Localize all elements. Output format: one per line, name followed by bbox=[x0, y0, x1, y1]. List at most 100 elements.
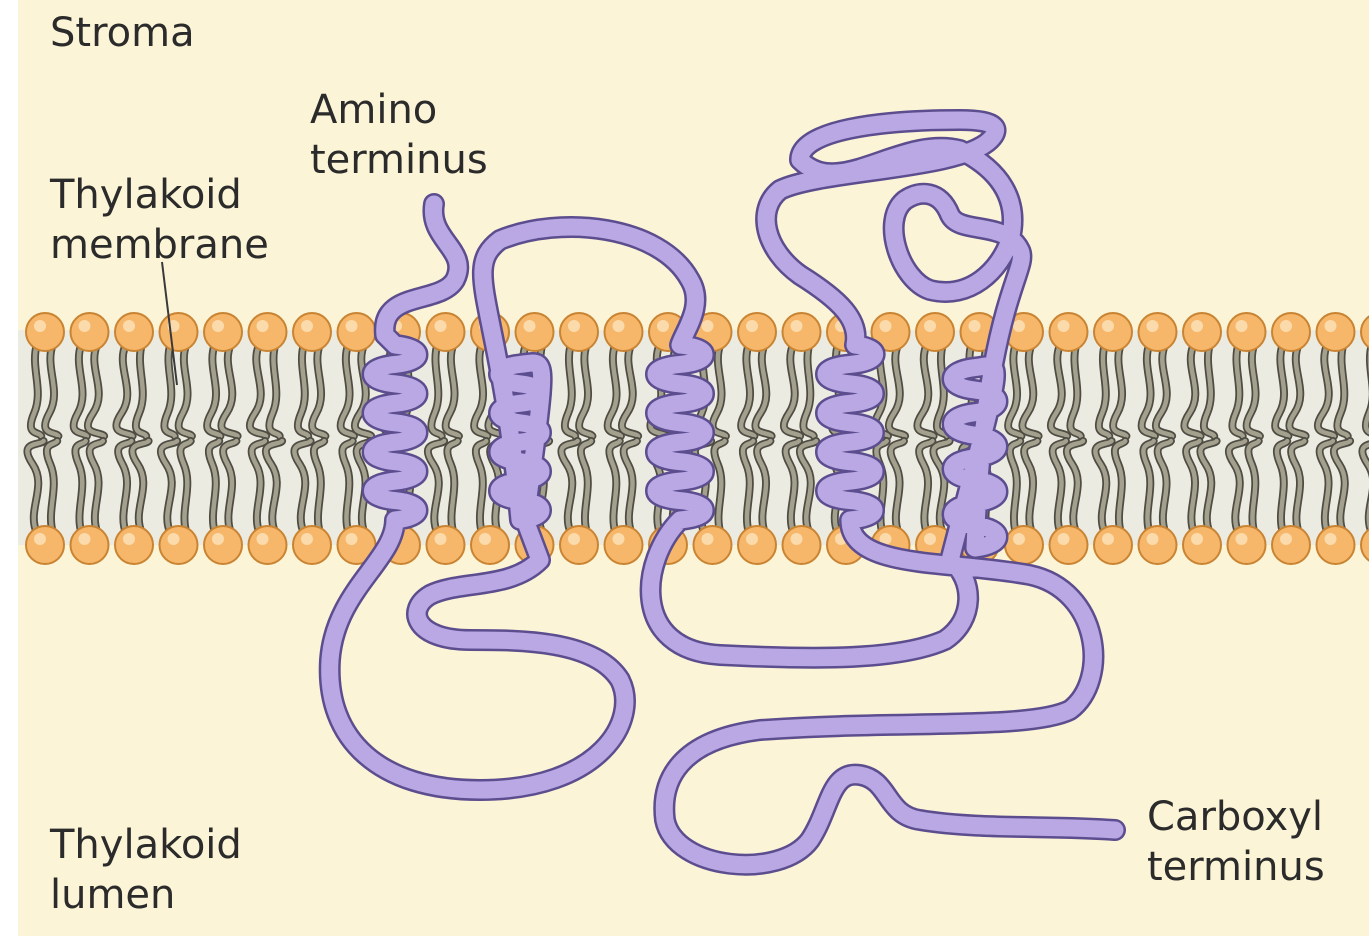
lipid-head-highlight bbox=[791, 533, 803, 545]
lipid-head bbox=[783, 526, 821, 564]
lipid-head-highlight bbox=[702, 533, 714, 545]
lipid-head bbox=[26, 313, 64, 351]
lipid-head bbox=[338, 313, 376, 351]
lipid-head-highlight bbox=[1325, 533, 1337, 545]
lipid-head bbox=[1228, 526, 1266, 564]
lipid-head bbox=[605, 526, 643, 564]
lipid-head bbox=[1050, 313, 1088, 351]
lipid-head-highlight bbox=[123, 320, 135, 332]
lipid-head bbox=[1272, 526, 1310, 564]
lipid-head bbox=[115, 526, 153, 564]
lipid-head bbox=[605, 313, 643, 351]
lipid-head-highlight bbox=[702, 320, 714, 332]
lipid-head-highlight bbox=[1013, 320, 1025, 332]
lipid-head bbox=[1272, 313, 1310, 351]
lipid-head-highlight bbox=[1325, 320, 1337, 332]
lipid-head-highlight bbox=[657, 320, 669, 332]
carboxyl-terminus-line-2: terminus bbox=[1147, 844, 1325, 890]
lipid-head-highlight bbox=[346, 320, 358, 332]
lipid-head-highlight bbox=[1147, 533, 1159, 545]
lipid-head-highlight bbox=[524, 320, 536, 332]
lipid-head-highlight bbox=[1191, 533, 1203, 545]
lipid-head-highlight bbox=[613, 320, 625, 332]
lipid-head bbox=[293, 526, 331, 564]
lipid-head-highlight bbox=[746, 533, 758, 545]
lipid-head bbox=[249, 526, 287, 564]
carboxyl-terminus-line-1: Carboxyl bbox=[1147, 794, 1323, 840]
lipid-head-highlight bbox=[1147, 320, 1159, 332]
lipid-head bbox=[160, 313, 198, 351]
lipid-head-highlight bbox=[924, 320, 936, 332]
lipid-head bbox=[204, 526, 242, 564]
amino-terminus-line-2: terminus bbox=[310, 137, 488, 183]
lipid-head-highlight bbox=[479, 533, 491, 545]
lipid-head bbox=[738, 526, 776, 564]
lipid-head bbox=[1139, 313, 1177, 351]
lipid-head bbox=[71, 313, 109, 351]
lipid-head-highlight bbox=[168, 533, 180, 545]
lipid-head bbox=[738, 313, 776, 351]
lipid-head-highlight bbox=[1102, 533, 1114, 545]
lipid-head bbox=[1183, 313, 1221, 351]
thylakoid-membrane-line-1: Thylakoid bbox=[49, 172, 242, 218]
lipid-head bbox=[560, 526, 598, 564]
lipid-head bbox=[26, 526, 64, 564]
lipid-head bbox=[916, 313, 954, 351]
lipid-head-highlight bbox=[212, 533, 224, 545]
lipid-head-highlight bbox=[435, 533, 447, 545]
left-margin bbox=[0, 0, 18, 936]
lipid-head bbox=[160, 526, 198, 564]
lipid-head bbox=[1094, 526, 1132, 564]
lipid-head-highlight bbox=[212, 320, 224, 332]
lipid-head-highlight bbox=[123, 533, 135, 545]
lipid-head bbox=[560, 313, 598, 351]
lipid-head bbox=[1317, 313, 1355, 351]
lipid-head bbox=[471, 526, 509, 564]
lipid-head-highlight bbox=[34, 320, 46, 332]
lipid-head-highlight bbox=[435, 320, 447, 332]
lipid-head-highlight bbox=[1191, 320, 1203, 332]
lipid-head bbox=[1005, 526, 1043, 564]
lipid-head-highlight bbox=[1280, 320, 1292, 332]
lipid-head-highlight bbox=[924, 533, 936, 545]
lipid-head-highlight bbox=[1236, 533, 1248, 545]
lipid-head-highlight bbox=[1280, 533, 1292, 545]
lipid-head bbox=[293, 313, 331, 351]
lipid-head bbox=[71, 526, 109, 564]
lipid-head-highlight bbox=[568, 320, 580, 332]
lipid-head-highlight bbox=[346, 533, 358, 545]
lipid-head-highlight bbox=[1058, 533, 1070, 545]
lipid-head bbox=[427, 313, 465, 351]
lipid-head bbox=[1139, 526, 1177, 564]
lipid-head-highlight bbox=[257, 533, 269, 545]
lipid-head-highlight bbox=[613, 533, 625, 545]
lipid-head bbox=[1228, 313, 1266, 351]
lipid-head-highlight bbox=[79, 533, 91, 545]
lipid-head bbox=[783, 313, 821, 351]
lipid-head-highlight bbox=[880, 320, 892, 332]
lipid-head-highlight bbox=[568, 533, 580, 545]
lipid-head bbox=[204, 313, 242, 351]
lipid-head-highlight bbox=[34, 533, 46, 545]
lipid-head-highlight bbox=[257, 320, 269, 332]
lipid-head bbox=[516, 313, 554, 351]
lipid-head-highlight bbox=[1058, 320, 1070, 332]
lipid-head-highlight bbox=[301, 320, 313, 332]
lipid-head-highlight bbox=[1102, 320, 1114, 332]
lipid-head-highlight bbox=[1013, 533, 1025, 545]
lipid-head-highlight bbox=[969, 320, 981, 332]
stroma-label: Stroma bbox=[50, 10, 195, 56]
lipid-head-highlight bbox=[79, 320, 91, 332]
lipid-head-highlight bbox=[746, 320, 758, 332]
lipid-head bbox=[694, 526, 732, 564]
lipid-head-highlight bbox=[791, 320, 803, 332]
thylakoid-lumen-line-1: Thylakoid bbox=[49, 822, 242, 868]
lipid-head bbox=[1094, 313, 1132, 351]
lipid-head bbox=[1183, 526, 1221, 564]
lipid-head-highlight bbox=[1236, 320, 1248, 332]
lipid-head bbox=[1317, 526, 1355, 564]
thylakoid-lumen-line-2: lumen bbox=[50, 872, 175, 918]
lipid-head bbox=[427, 526, 465, 564]
amino-terminus-line-1: Amino bbox=[310, 87, 437, 133]
